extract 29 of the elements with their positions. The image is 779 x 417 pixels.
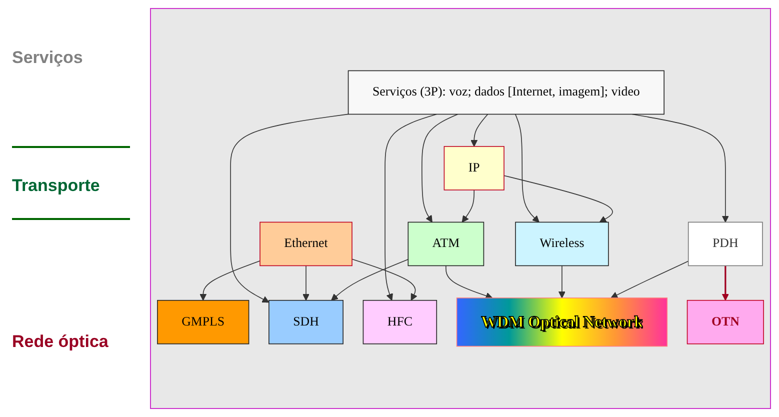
arrow: [504, 175, 613, 223]
node-box: HFC: [362, 300, 438, 344]
node-box: OTN: [686, 300, 764, 344]
arrow: [722, 266, 729, 301]
arrow: [470, 114, 488, 147]
node-box: Ethernet: [260, 222, 352, 266]
arrow: [632, 114, 729, 223]
arrow: [352, 258, 418, 301]
layer-label: Serviços: [12, 48, 83, 68]
arrow: [514, 114, 540, 223]
arrow: [302, 265, 310, 301]
layer-label: Rede óptica: [12, 332, 108, 352]
arrow: [558, 265, 566, 298]
node-box: GMPLS: [157, 300, 250, 344]
arrow: [331, 258, 409, 301]
arrow: [200, 260, 260, 301]
arrow: [446, 265, 493, 300]
node-box: Serviços (3P): voz; dados [Internet, imagem]; video: [348, 70, 664, 115]
node-box: IP: [444, 146, 504, 190]
arrow: [462, 190, 474, 223]
arrow: [610, 260, 689, 298]
layer-label: Transporte: [12, 176, 100, 196]
arrow: [230, 114, 349, 303]
node-box: SDH: [268, 300, 344, 344]
arrow: [384, 114, 437, 301]
arrow: [422, 114, 458, 223]
node-box: Wireless: [515, 222, 609, 266]
node-box: PDH: [688, 222, 763, 266]
node-box: ATM: [408, 222, 484, 266]
